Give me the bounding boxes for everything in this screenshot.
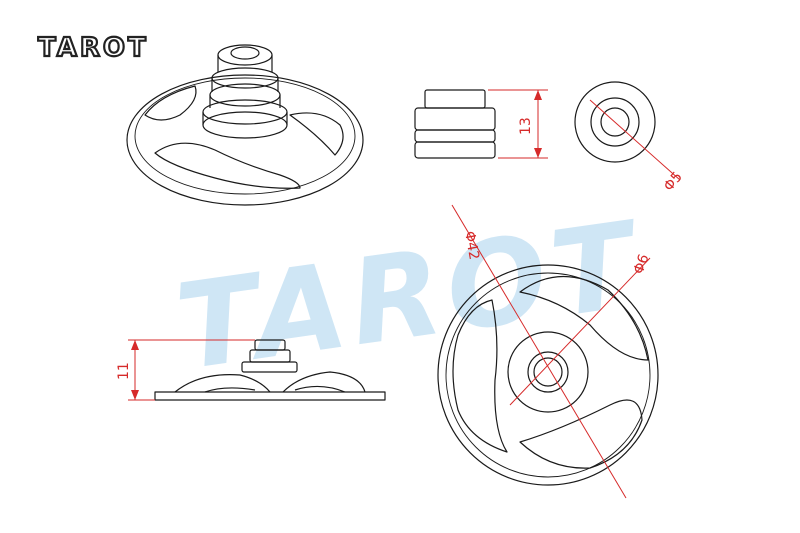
watermark-text: TAROT — [169, 195, 650, 397]
dimension-height-13: 13 — [518, 117, 534, 135]
dimension-height-11: 11 — [116, 362, 132, 380]
front-view: Φ42 Φ6 — [437, 204, 659, 499]
dimension-diameter-6: Φ6 — [631, 252, 653, 276]
dimension-diameter-5: Φ5 — [661, 169, 686, 195]
bottom-side-view: 11 — [116, 339, 386, 401]
isometric-view — [126, 44, 364, 206]
dimension-diameter-42: Φ42 — [461, 230, 482, 261]
end-view: Φ5 — [574, 81, 686, 195]
tarot-logo: TAROT — [38, 33, 149, 63]
top-side-view: 13 — [414, 89, 548, 159]
